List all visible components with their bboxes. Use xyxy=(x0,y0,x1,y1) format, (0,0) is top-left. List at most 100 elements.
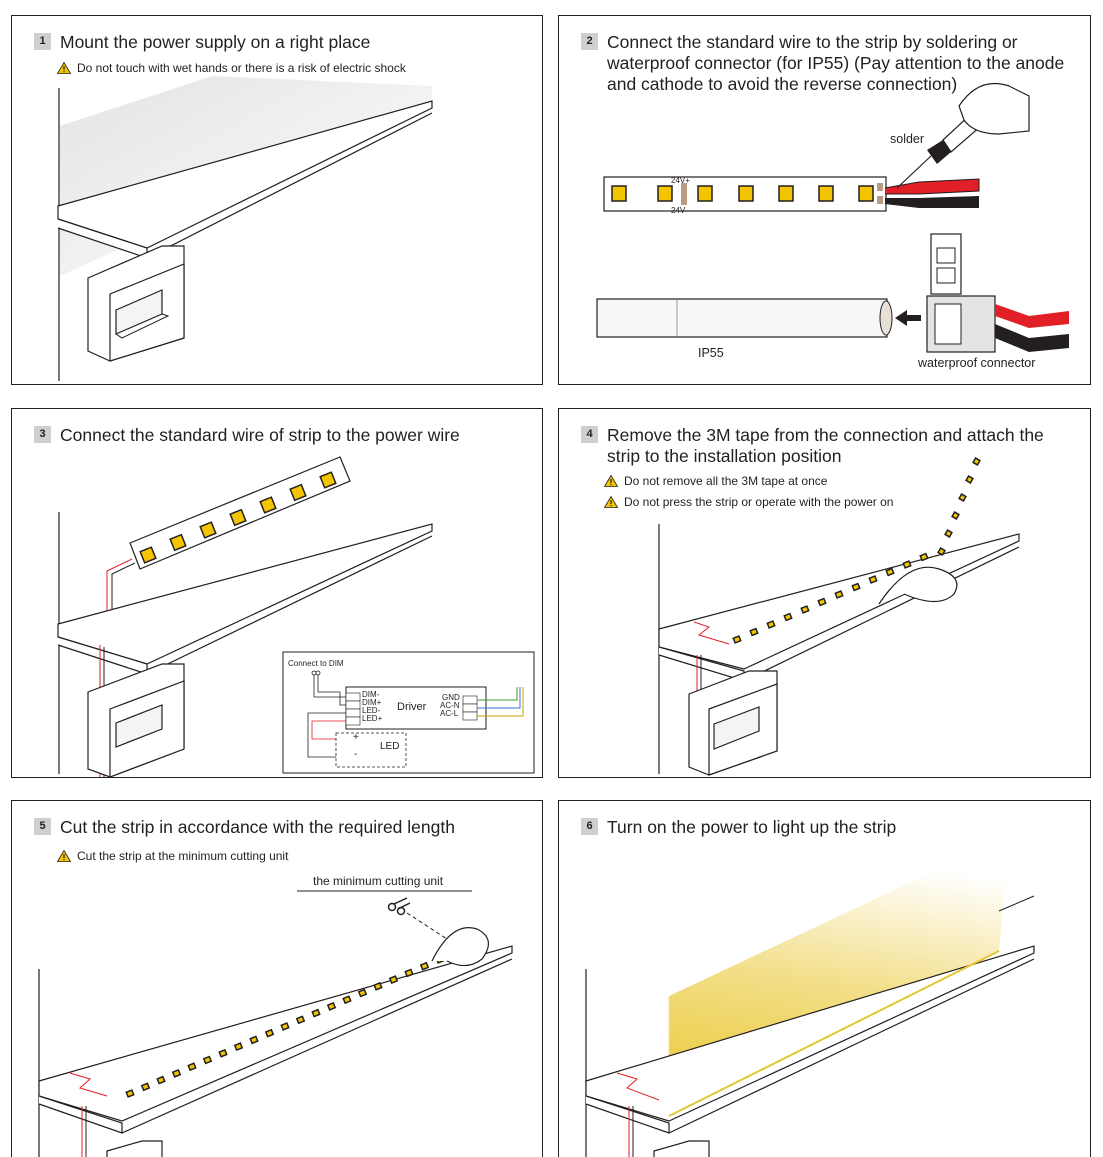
led-chip xyxy=(657,185,673,202)
step-2-header: 2 Connect the standard wire to the strip… xyxy=(581,32,1080,95)
step-4-title: Remove the 3M tape from the connection a… xyxy=(607,425,1044,466)
step-2-panel: 2 Connect the standard wire to the strip… xyxy=(558,15,1091,385)
led-chip xyxy=(944,529,953,538)
step-5-header: 5 Cut the strip in accordance with the r… xyxy=(34,817,532,838)
led-chip xyxy=(419,961,430,971)
step-3-number: 3 xyxy=(34,426,51,443)
strip-coil xyxy=(431,927,489,967)
step-2-title: Connect the standard wire to the strip b… xyxy=(607,32,1065,94)
scissors-icon xyxy=(387,897,411,916)
led-chip xyxy=(326,1001,337,1011)
led-chip xyxy=(229,508,247,527)
step-5-panel: 5 Cut the strip in accordance with the r… xyxy=(11,800,543,1157)
led-chip xyxy=(834,590,844,599)
led-chip xyxy=(342,995,352,1005)
led-chip xyxy=(937,547,946,556)
step-1-warning: Do not touch with wet hands or there is … xyxy=(57,61,406,75)
step-5-warning: Cut the strip at the minimum cutting uni… xyxy=(57,849,288,863)
plus-label: + xyxy=(353,732,359,743)
connector-label: waterproof connector xyxy=(918,356,1036,370)
step-4-warning-1-text: Do not remove all the 3M tape at once xyxy=(624,474,828,488)
step-6-title: Turn on the power to light up the strip xyxy=(607,817,897,837)
led-chip xyxy=(902,560,912,569)
led-chip xyxy=(156,1075,166,1085)
step-6-illustration xyxy=(585,836,1035,1157)
led-chip xyxy=(766,620,776,629)
led-chip xyxy=(868,575,878,584)
led-chip xyxy=(697,185,713,202)
led-chips xyxy=(732,457,981,644)
step-1-number: 1 xyxy=(34,33,51,50)
step-6-number: 6 xyxy=(581,818,598,835)
arrow-left-icon xyxy=(895,310,921,326)
driver-label: Driver xyxy=(397,701,427,713)
step-4-number: 4 xyxy=(581,426,598,443)
step-6-panel: 6 Turn on the power to light up the stri… xyxy=(558,800,1091,1157)
led-chips xyxy=(611,185,874,202)
led-chip xyxy=(778,185,794,202)
step-6-header: 6 Turn on the power to light up the stri… xyxy=(581,817,1080,838)
step-5-number: 5 xyxy=(34,818,51,835)
led-chip xyxy=(311,1008,321,1018)
dim-minus-label: DIM- xyxy=(362,690,380,699)
led-chip xyxy=(319,471,337,489)
led-chip xyxy=(264,1028,275,1038)
led-chip xyxy=(951,511,960,520)
ip55-profile xyxy=(596,298,888,338)
led-plus-label: LED+ xyxy=(362,714,383,723)
step-4-illustration xyxy=(658,457,1020,776)
led-chip xyxy=(233,1042,244,1052)
step-1-illustration xyxy=(57,76,433,381)
step-1-warning-text: Do not touch with wet hands or there is … xyxy=(77,61,406,75)
led-chip xyxy=(749,627,759,637)
led-box xyxy=(335,732,407,768)
led-chip xyxy=(357,988,368,998)
cut-unit-label: the minimum cutting unit xyxy=(313,874,444,888)
led-chip xyxy=(738,185,754,202)
step-4-header: 4 Remove the 3M tape from the connection… xyxy=(581,425,1080,467)
solder-label: solder xyxy=(890,132,925,146)
led-chip xyxy=(199,521,217,539)
waterproof-connector xyxy=(930,233,962,295)
step-2-number: 2 xyxy=(581,33,598,50)
led-chip xyxy=(187,1062,197,1072)
led-chip xyxy=(218,1048,228,1058)
led-chip xyxy=(611,185,627,202)
step-1-header: 1 Mount the power supply on a right plac… xyxy=(34,32,532,53)
led-chip xyxy=(817,597,827,607)
step-1-title: Mount the power supply on a right place xyxy=(60,32,371,52)
led-chip xyxy=(958,493,967,502)
step-4-warning-2-text: Do not press the strip or operate with t… xyxy=(624,495,894,509)
step-5-illustration xyxy=(38,890,513,1157)
led-chip xyxy=(851,582,861,592)
gnd-label: GND xyxy=(442,693,460,702)
ip55-label: IP55 xyxy=(698,346,724,360)
step-3-header: 3 Connect the standard wire of strip to … xyxy=(34,425,532,446)
step-2-illustration xyxy=(596,82,1069,353)
minus-label: - xyxy=(354,749,358,760)
led-chip xyxy=(171,1068,182,1078)
dim-plus-label: DIM+ xyxy=(362,698,382,707)
led-strip xyxy=(603,176,887,212)
led-chip xyxy=(404,968,414,978)
led-chip xyxy=(732,635,742,644)
led-chip xyxy=(783,612,793,622)
warning-triangle-icon xyxy=(604,496,618,508)
led-chip xyxy=(139,546,157,564)
connect-to-dim-label: Connect to DIM xyxy=(288,659,344,668)
pad-pos-label: 24V+ xyxy=(671,176,690,185)
led-chip xyxy=(388,975,399,985)
wiring-diagram xyxy=(282,651,535,774)
step-4-panel: 4 Remove the 3M tape from the connection… xyxy=(558,408,1091,778)
led-chip xyxy=(858,185,874,202)
3m-tape xyxy=(878,566,958,605)
led-chip xyxy=(249,1035,259,1045)
led-chip xyxy=(919,552,929,562)
step-3-illustration xyxy=(57,456,535,777)
led-chip xyxy=(800,605,810,614)
step-1-panel: 1 Mount the power supply on a right plac… xyxy=(11,15,543,385)
led-chip xyxy=(818,185,834,202)
warning-triangle-icon xyxy=(57,850,71,862)
step-4-warning-2: Do not press the strip or operate with t… xyxy=(604,495,893,509)
led-chip xyxy=(202,1055,213,1065)
